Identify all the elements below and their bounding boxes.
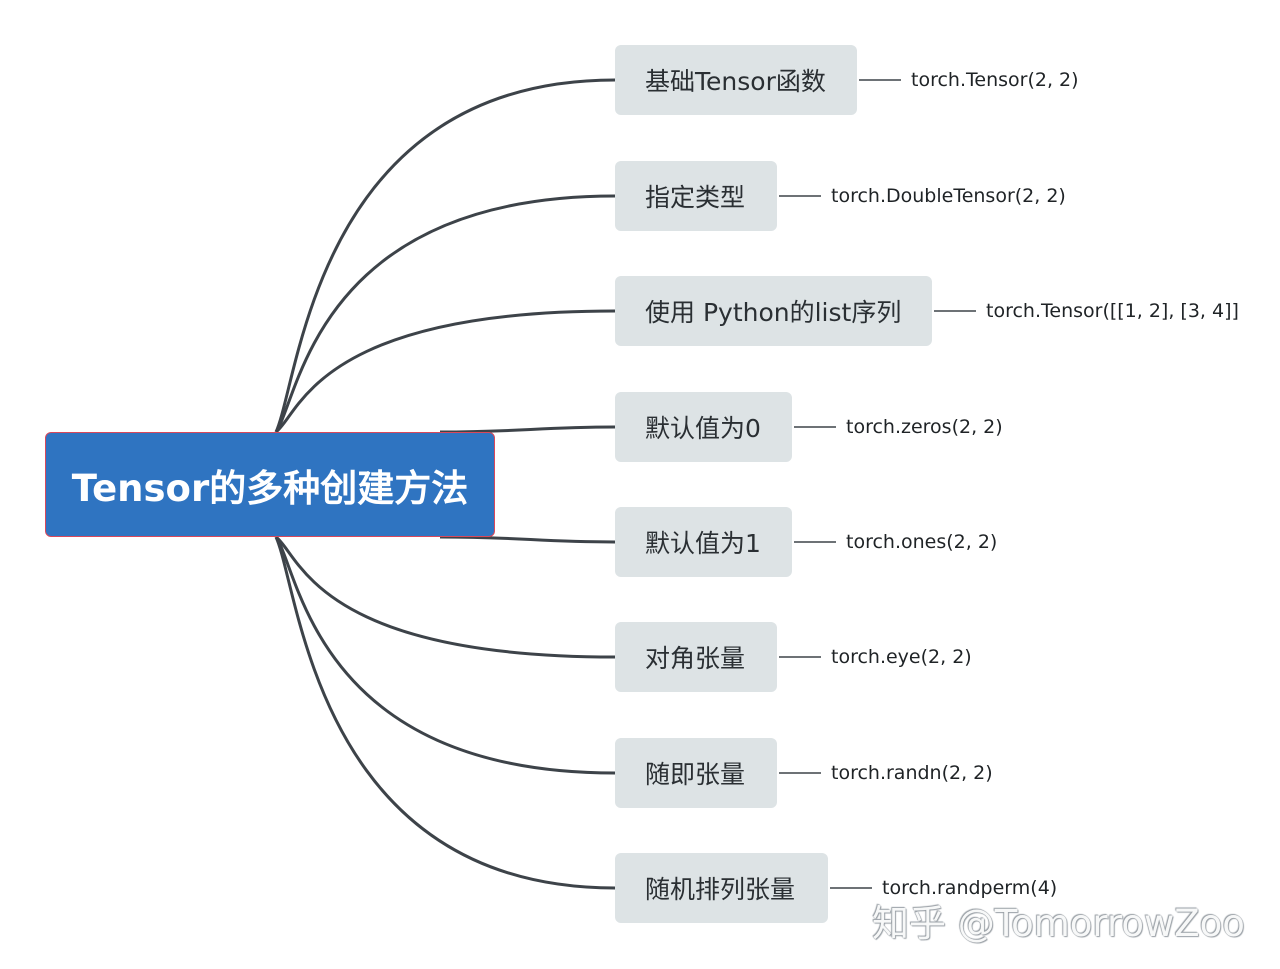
leaf-label-default-one: torch.ones(2, 2) bbox=[846, 531, 998, 553]
leaf-label-basic-tensor: torch.Tensor(2, 2) bbox=[911, 69, 1079, 91]
branch-label: 随即张量 bbox=[645, 760, 746, 789]
branch-connector bbox=[439, 535, 616, 544]
branch-node-specify-type[interactable]: 指定类型 bbox=[615, 161, 777, 231]
branch-connector bbox=[439, 425, 616, 434]
root-node[interactable]: Tensor的多种创建方法 bbox=[45, 432, 495, 537]
branch-node-default-one[interactable]: 默认值为1 bbox=[615, 507, 792, 577]
branch-label: 随机排列张量 bbox=[645, 875, 796, 904]
branch-connector bbox=[274, 536, 616, 890]
leaf-label-diagonal: torch.eye(2, 2) bbox=[831, 646, 972, 668]
branch-label: 使用 Python的list序列 bbox=[645, 298, 902, 327]
branch-label: 默认值为1 bbox=[645, 529, 761, 558]
branch-label: 指定类型 bbox=[645, 183, 746, 212]
branch-connector bbox=[274, 78, 616, 433]
branch-node-python-list[interactable]: 使用 Python的list序列 bbox=[615, 276, 932, 346]
leaf-label-python-list: torch.Tensor([[1, 2], [3, 4]] bbox=[986, 300, 1239, 322]
branch-node-diagonal[interactable]: 对角张量 bbox=[615, 622, 777, 692]
branch-connector bbox=[275, 309, 616, 434]
leaf-label-random-permutation: torch.randperm(4) bbox=[882, 877, 1058, 899]
watermark: 知乎 @TomorrowZoo bbox=[872, 902, 1245, 945]
leaf-label-specify-type: torch.DoubleTensor(2, 2) bbox=[831, 185, 1066, 207]
leaf-label-random: torch.randn(2, 2) bbox=[831, 762, 993, 784]
branch-node-default-zero[interactable]: 默认值为0 bbox=[615, 392, 792, 462]
branch-node-basic-tensor[interactable]: 基础Tensor函数 bbox=[615, 45, 857, 115]
branch-label: 默认值为0 bbox=[645, 414, 761, 443]
root-label: Tensor的多种创建方法 bbox=[71, 466, 469, 510]
leaf-label-default-zero: torch.zeros(2, 2) bbox=[846, 416, 1003, 438]
branch-connector bbox=[274, 194, 616, 433]
branch-connector bbox=[274, 536, 616, 775]
branch-node-random-permutation[interactable]: 随机排列张量 bbox=[615, 853, 828, 923]
branch-label: 对角张量 bbox=[645, 644, 746, 673]
branch-node-random[interactable]: 随即张量 bbox=[615, 738, 777, 808]
branch-label: 基础Tensor函数 bbox=[645, 67, 826, 96]
branch-connector bbox=[275, 535, 616, 659]
